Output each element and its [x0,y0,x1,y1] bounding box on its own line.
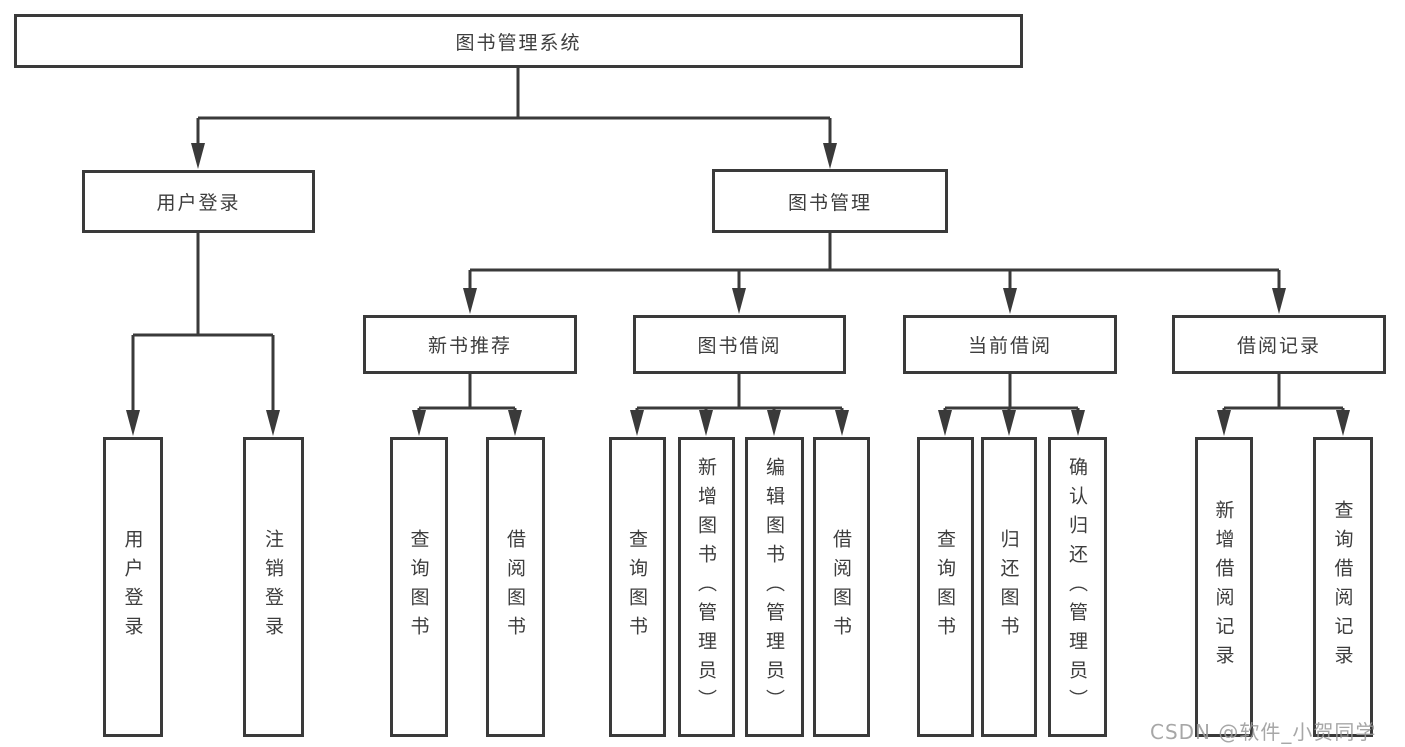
leaf-recommend-borrow-books-label: 借阅图书 [504,529,526,645]
leaf-query-borrow-record-label: 查询借阅记录 [1331,500,1354,674]
leaf-confirm-return-admin: 确认归还（管理员） [1048,437,1107,737]
leaf-add-borrow-record: 新增借阅记录 [1195,437,1253,737]
leaf-user-login-label: 用户登录 [121,529,144,645]
leaf-current-query-books: 查询图书 [917,437,974,737]
node-new-book-recommend: 新书推荐 [363,315,577,374]
leaf-return-books-label: 归还图书 [997,529,1020,645]
leaf-return-books: 归还图书 [981,437,1037,737]
leaf-add-book-admin: 新增图书（管理员） [678,437,735,737]
leaf-edit-book-admin: 编辑图书（管理员） [745,437,804,737]
leaf-user-login: 用户登录 [103,437,163,737]
leaf-borrowing-borrow-books-label: 借阅图书 [830,529,852,645]
node-current-borrowing: 当前借阅 [903,315,1117,374]
node-user-login: 用户登录 [82,170,315,233]
leaf-add-borrow-record-label: 新增借阅记录 [1212,500,1235,674]
leaf-logout-login-label: 注销登录 [262,529,284,645]
leaf-recommend-query-books: 查询图书 [390,437,448,737]
leaf-recommend-query-books-label: 查询图书 [407,529,430,645]
leaf-recommend-borrow-books: 借阅图书 [486,437,545,737]
node-library-management-system: 图书管理系统 [14,14,1023,68]
leaf-query-borrow-record: 查询借阅记录 [1313,437,1373,737]
leaf-logout-login: 注销登录 [243,437,304,737]
leaf-edit-book-admin-label: 编辑图书（管理员） [763,456,785,718]
leaf-borrowing-borrow-books: 借阅图书 [813,437,870,737]
node-borrowing-records: 借阅记录 [1172,315,1386,374]
leaf-add-book-admin-label: 新增图书（管理员） [695,456,717,718]
leaf-borrowing-query-books: 查询图书 [609,437,666,737]
leaf-confirm-return-admin-label: 确认归还（管理员） [1066,456,1088,718]
node-book-borrowing: 图书借阅 [633,315,846,374]
leaf-borrowing-query-books-label: 查询图书 [626,529,648,645]
leaf-current-query-books-label: 查询图书 [934,529,956,645]
node-book-management: 图书管理 [712,169,948,233]
watermark: CSDN @软件_小贺同学 [1150,720,1377,744]
